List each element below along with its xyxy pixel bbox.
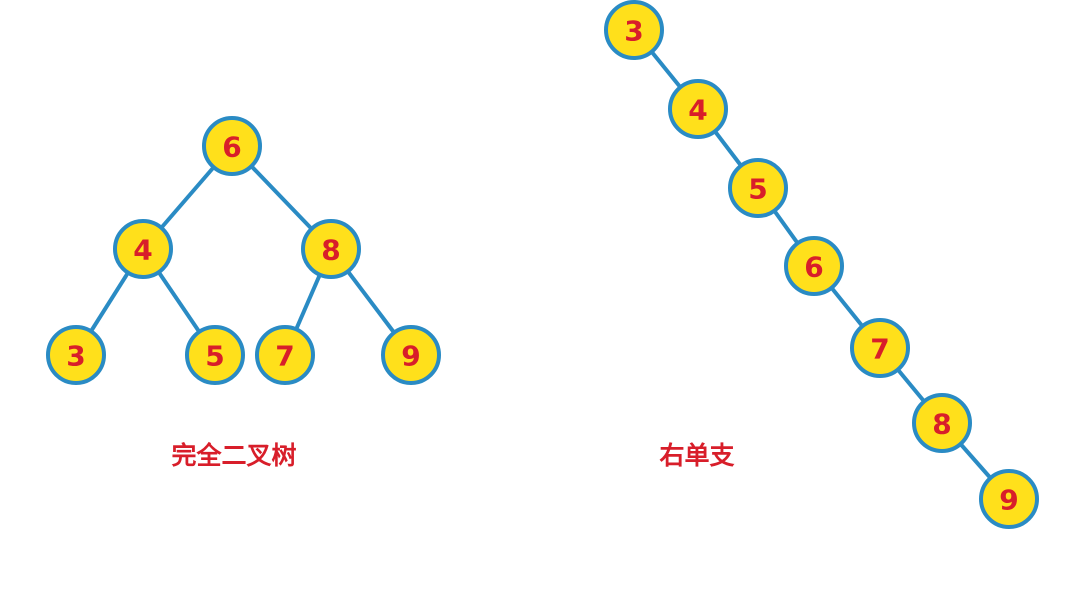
right-chain-node-4: 4 [668, 79, 728, 139]
right-chain-node-label: 6 [804, 251, 823, 284]
complete-tree-node-circle [255, 325, 315, 385]
nodes-layer: 6 4 8 3 5 7 9 3 4 5 6 7 8 9 [46, 0, 1039, 529]
complete-tree-node-circle [301, 219, 361, 279]
right-chain-node-label: 4 [688, 94, 707, 127]
complete-tree-node-7: 7 [255, 325, 315, 385]
complete-tree-node-9: 9 [381, 325, 441, 385]
edges-layer [74, 28, 1011, 501]
complete-tree-node-circle [381, 325, 441, 385]
right-chain-node-label: 7 [870, 333, 889, 366]
complete-tree-node-label: 7 [275, 340, 294, 373]
right-chain-node-label: 9 [999, 484, 1018, 517]
complete-tree-node-8: 8 [301, 219, 361, 279]
complete-tree-node-label: 3 [66, 340, 85, 373]
complete-tree-node-circle [202, 116, 262, 176]
right-chain-node-circle [784, 236, 844, 296]
complete-binary-tree-caption: 完全二叉树 [171, 441, 297, 470]
complete-tree-node-label: 8 [321, 234, 340, 267]
complete-tree-node-3: 3 [46, 325, 106, 385]
complete-tree-node-label: 4 [133, 234, 152, 267]
right-chain-node-7: 7 [850, 318, 910, 378]
right-chain-node-8: 8 [912, 393, 972, 453]
right-chain-node-5: 5 [728, 158, 788, 218]
right-single-branch-caption: 右单支 [659, 441, 735, 470]
right-chain-node-circle [604, 0, 664, 60]
complete-tree-node-circle [185, 325, 245, 385]
complete-tree-node-4: 4 [113, 219, 173, 279]
right-chain-node-label: 3 [624, 15, 643, 48]
right-chain-node-circle [912, 393, 972, 453]
right-chain-node-circle [850, 318, 910, 378]
right-chain-node-circle [728, 158, 788, 218]
right-chain-node-circle [979, 469, 1039, 529]
complete-tree-node-label: 6 [222, 131, 241, 164]
complete-tree-node-circle [46, 325, 106, 385]
right-chain-node-6: 6 [784, 236, 844, 296]
right-chain-node-label: 8 [932, 408, 951, 441]
right-chain-node-label: 5 [748, 173, 767, 206]
right-chain-node-9: 9 [979, 469, 1039, 529]
complete-tree-node-circle [113, 219, 173, 279]
complete-tree-node-6: 6 [202, 116, 262, 176]
complete-tree-node-5: 5 [185, 325, 245, 385]
complete-tree-node-label: 9 [401, 340, 420, 373]
complete-tree-node-label: 5 [205, 340, 224, 373]
right-chain-node-circle [668, 79, 728, 139]
right-chain-node-3: 3 [604, 0, 664, 60]
